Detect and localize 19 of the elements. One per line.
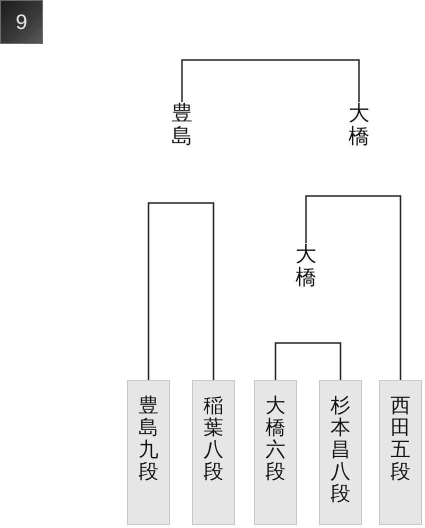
player-card (319, 380, 362, 525)
bracket-line (274, 342, 342, 380)
round-badge (0, 0, 43, 44)
winner-name: 豊島 (172, 102, 192, 148)
player-card (379, 380, 422, 525)
round-number: 9 (16, 12, 28, 32)
player-name: 稲葉八段 (204, 394, 224, 482)
player-name: 杉本昌八段 (330, 394, 350, 504)
player-card (254, 380, 297, 525)
player-card (127, 380, 170, 525)
player-name: 大橋六段 (266, 394, 286, 482)
winner-name: 大橋 (296, 243, 316, 290)
player-name: 西田五段 (390, 394, 410, 482)
player-card (192, 380, 235, 525)
winner-name: 大橋 (348, 102, 370, 148)
player-name: 豊島九段 (138, 394, 158, 482)
bracket-line (181, 59, 360, 102)
bracket-line (305, 195, 402, 380)
bracket-line (148, 202, 214, 380)
